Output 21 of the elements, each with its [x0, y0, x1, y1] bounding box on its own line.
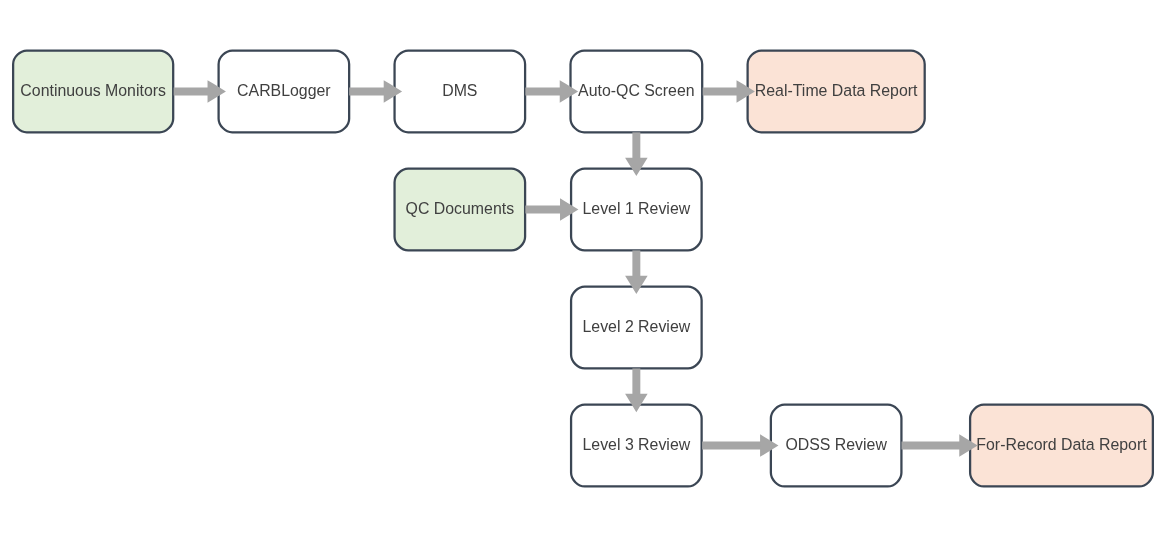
arrow [702, 433, 779, 457]
node-box: Level 2 Review [569, 285, 703, 370]
arrow [349, 79, 403, 103]
arrow [625, 131, 648, 176]
arrow [625, 249, 648, 294]
arrow [901, 433, 978, 457]
node-box: QC Documents [393, 166, 527, 251]
node-box: For-Record Data Report [968, 403, 1154, 488]
arrow [525, 79, 579, 103]
node-box: ODSS Review [769, 403, 903, 488]
arrow [173, 79, 226, 103]
arrow [702, 79, 755, 103]
node-box: Level 1 Review [569, 166, 703, 251]
node-box: DMS [393, 48, 527, 133]
node-box: Continuous Monitors [12, 48, 175, 133]
arrow [525, 197, 579, 221]
node-box: Auto-QC Screen [569, 48, 704, 133]
arrow [625, 367, 648, 412]
node-box: Level 3 Review [569, 403, 703, 488]
node-box: Real-Time Data Report [746, 48, 926, 133]
node-box: CARBLogger [217, 48, 351, 133]
